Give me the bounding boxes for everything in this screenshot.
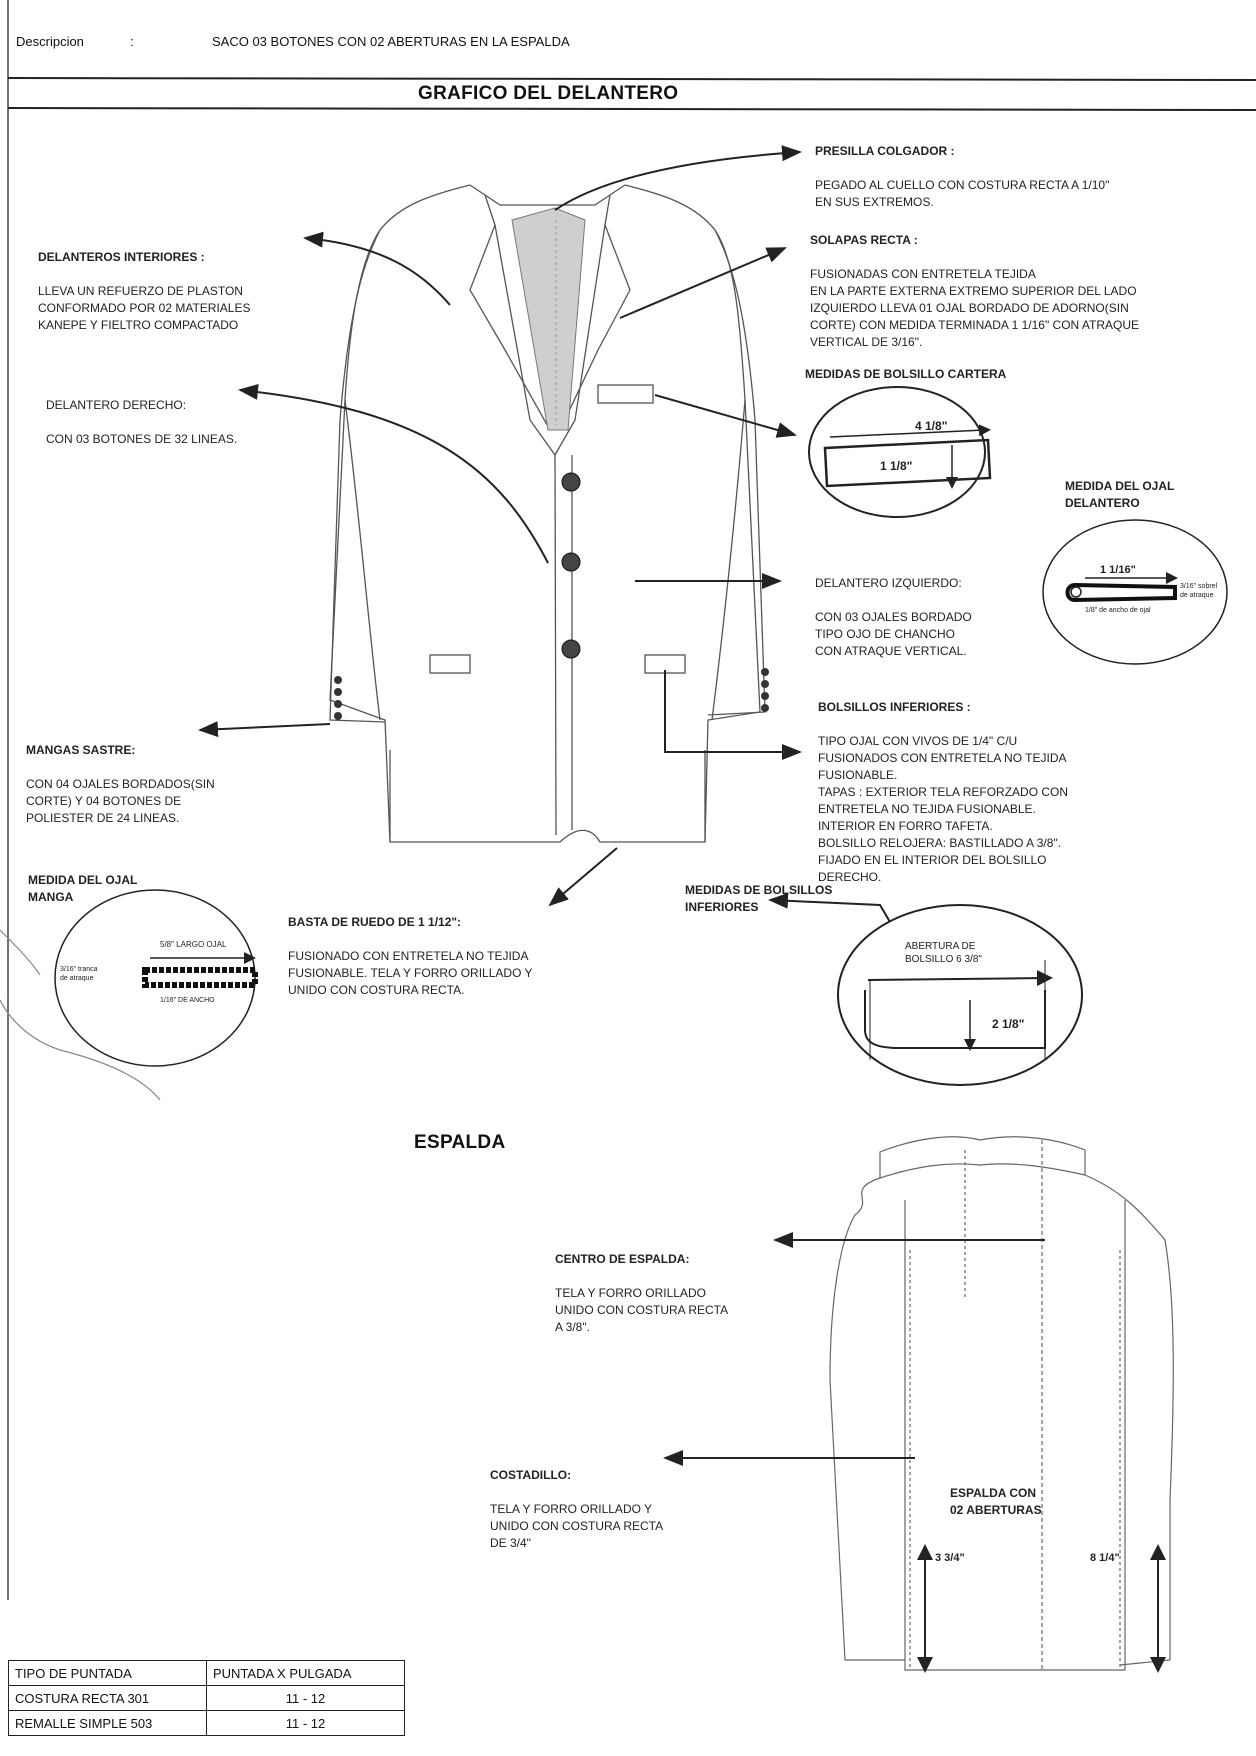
dim-ojal-manga-note2: 1/16" DE ANCHO: [160, 997, 215, 1004]
note-centro-title: CENTRO DE ESPALDA:: [555, 1252, 690, 1266]
note-presilla-title: PRESILLA COLGADOR :: [815, 144, 955, 158]
stitch-cell-ppi: 11 - 12: [206, 1710, 405, 1736]
ojal-delantero-detail: [1042, 519, 1228, 665]
note-solapas-title: SOLAPAS RECTA :: [810, 233, 918, 247]
note-del-der-body: CON 03 BOTONES DE 32 LINEAS.: [46, 432, 238, 446]
front-buttons: [561, 472, 581, 659]
stitch-header-ppi: PUNTADA X PULGADA: [206, 1660, 405, 1686]
note-bols-inf-body: TIPO OJAL CON VIVOS DE 1/4" C/U FUSIONAD…: [818, 734, 1069, 884]
note-espalda-aberturas: ESPALDA CON 02 ABERTURAS: [950, 1486, 1042, 1517]
back-section-title: ESPALDA: [414, 1132, 506, 1153]
dim-ojal-delantero: 1 1/16": [1100, 564, 1136, 576]
stitch-header-type: TIPO DE PUNTADA: [8, 1660, 207, 1686]
stitch-cell-type: REMALLE SIMPLE 503: [8, 1710, 207, 1736]
table-row: COSTURA RECTA 301 11 - 12: [8, 1685, 405, 1711]
note-bolsillos-inferiores: BOLSILLOS INFERIORES : TIPO OJAL CON VIV…: [818, 682, 1178, 903]
dim-ojal-del-note: 3/16" sobrel de atraque: [1180, 583, 1218, 599]
note-delantero-derecho: DELANTERO DERECHO: CON 03 BOTONES DE 32 …: [46, 380, 286, 465]
note-mangas-body: CON 04 OJALES BORDADOS(SIN CORTE) Y 04 B…: [26, 777, 215, 825]
cartera-detail: [808, 386, 992, 518]
note-delantero-izquierdo: DELANTERO IZQUIERDO: CON 03 OJALES BORDA…: [815, 558, 1055, 677]
margin-scribble: [0, 929, 161, 1101]
note-del-izq-body: CON 03 OJALES BORDADO TIPO OJO DE CHANCH…: [815, 610, 972, 658]
front-section-title: GRAFICO DEL DELANTERO: [418, 83, 679, 104]
title-rule-bottom: [7, 107, 1256, 111]
description-colon: :: [130, 34, 134, 49]
note-medidas-bolsillos-inf: MEDIDAS DE BOLSILLOS INFERIORES: [685, 883, 833, 914]
stitch-table-header: TIPO DE PUNTADA PUNTADA X PULGADA: [8, 1660, 405, 1686]
description-value: SACO 03 BOTONES CON 02 ABERTURAS EN LA E…: [212, 34, 570, 49]
note-del-der-title: DELANTERO DERECHO:: [46, 398, 187, 412]
dim-abertura-bolsillo: ABERTURA DE BOLSILLO 6 3/8": [905, 941, 982, 965]
stitch-cell-type: COSTURA RECTA 301: [8, 1685, 207, 1711]
note-costadillo-body: TELA Y FORRO ORILLADO Y UNIDO CON COSTUR…: [490, 1502, 664, 1550]
note-basta-body: FUSIONADO CON ENTRETELA NO TEJIDA FUSION…: [288, 949, 533, 997]
front-arrows: [198, 145, 891, 923]
note-medida-ojal-manga: MEDIDA DEL OJAL MANGA: [28, 873, 138, 904]
sleeve-buttons: [334, 668, 769, 720]
dim-cartera-height: 1 1/8": [880, 459, 913, 473]
front-jacket-drawing: [329, 184, 766, 843]
note-basta-title: BASTA DE RUEDO DE 1 1/12":: [288, 915, 462, 929]
note-centro-body: TELA Y FORRO ORILLADO UNIDO CON COSTURA …: [555, 1286, 729, 1334]
dim-back-right: 8 1/4": [1090, 1552, 1120, 1564]
description-label: Descripcion: [16, 34, 84, 49]
dim-back-left: 3 3/4": [935, 1552, 965, 1564]
back-arrows: [663, 1232, 1166, 1673]
note-mangas-title: MANGAS SASTRE:: [26, 743, 136, 757]
note-medida-ojal-delantero: MEDIDA DEL OJAL DELANTERO: [1065, 479, 1175, 510]
note-centro-espalda: CENTRO DE ESPALDA: TELA Y FORRO ORILLADO…: [555, 1234, 795, 1353]
dim-cartera-width: 4 1/8": [915, 419, 948, 433]
note-delanteros-interiores: DELANTEROS INTERIORES : LLEVA UN REFUERZ…: [38, 232, 308, 351]
note-medidas-cartera: MEDIDAS DE BOLSILLO CARTERA: [805, 367, 1007, 381]
note-bols-inf-title: BOLSILLOS INFERIORES :: [818, 700, 971, 714]
note-mangas-sastre: MANGAS SASTRE: CON 04 OJALES BORDADOS(SI…: [26, 725, 276, 844]
note-presilla-body: PEGADO AL CUELLO CON COSTURA RECTA A 1/1…: [815, 178, 1110, 209]
dim-ojal-del-note2: 1/8" de ancho de ojal: [1085, 607, 1151, 614]
bolsillo-inferior-detail: [837, 904, 1083, 1086]
note-solapas: SOLAPAS RECTA : FUSIONADAS CON ENTRETELA…: [810, 215, 1250, 368]
note-del-int-body: LLEVA UN REFUERZO DE PLASTON CONFORMADO …: [38, 284, 251, 332]
back-jacket-drawing: [829, 1136, 1174, 1671]
ojal-manga-detail: [54, 889, 258, 1067]
title-rule-top: [7, 77, 1256, 81]
dim-bolsillo-height: 2 1/8": [992, 1017, 1025, 1031]
note-costadillo-title: COSTADILLO:: [490, 1468, 572, 1482]
note-solapas-body: FUSIONADAS CON ENTRETELA TEJIDA EN LA PA…: [810, 267, 1139, 349]
stitch-cell-ppi: 11 - 12: [206, 1685, 405, 1711]
stitch-table: TIPO DE PUNTADA PUNTADA X PULGADA COSTUR…: [8, 1660, 405, 1736]
note-costadillo: COSTADILLO: TELA Y FORRO ORILLADO Y UNID…: [490, 1450, 730, 1569]
note-presilla: PRESILLA COLGADOR : PEGADO AL CUELLO CON…: [815, 126, 1215, 228]
dim-ojal-manga: 5/8" LARGO OJAL: [160, 940, 227, 949]
note-del-int-title: DELANTEROS INTERIORES :: [38, 250, 205, 264]
note-basta-ruedo: BASTA DE RUEDO DE 1 1/12": FUSIONADO CON…: [288, 897, 608, 1016]
note-del-izq-title: DELANTERO IZQUIERDO:: [815, 576, 962, 590]
dim-ojal-manga-note: 3/16" tranca de atraque: [60, 966, 98, 982]
table-row: REMALLE SIMPLE 503 11 - 12: [8, 1710, 405, 1736]
shirt-fill-area: [511, 207, 586, 431]
